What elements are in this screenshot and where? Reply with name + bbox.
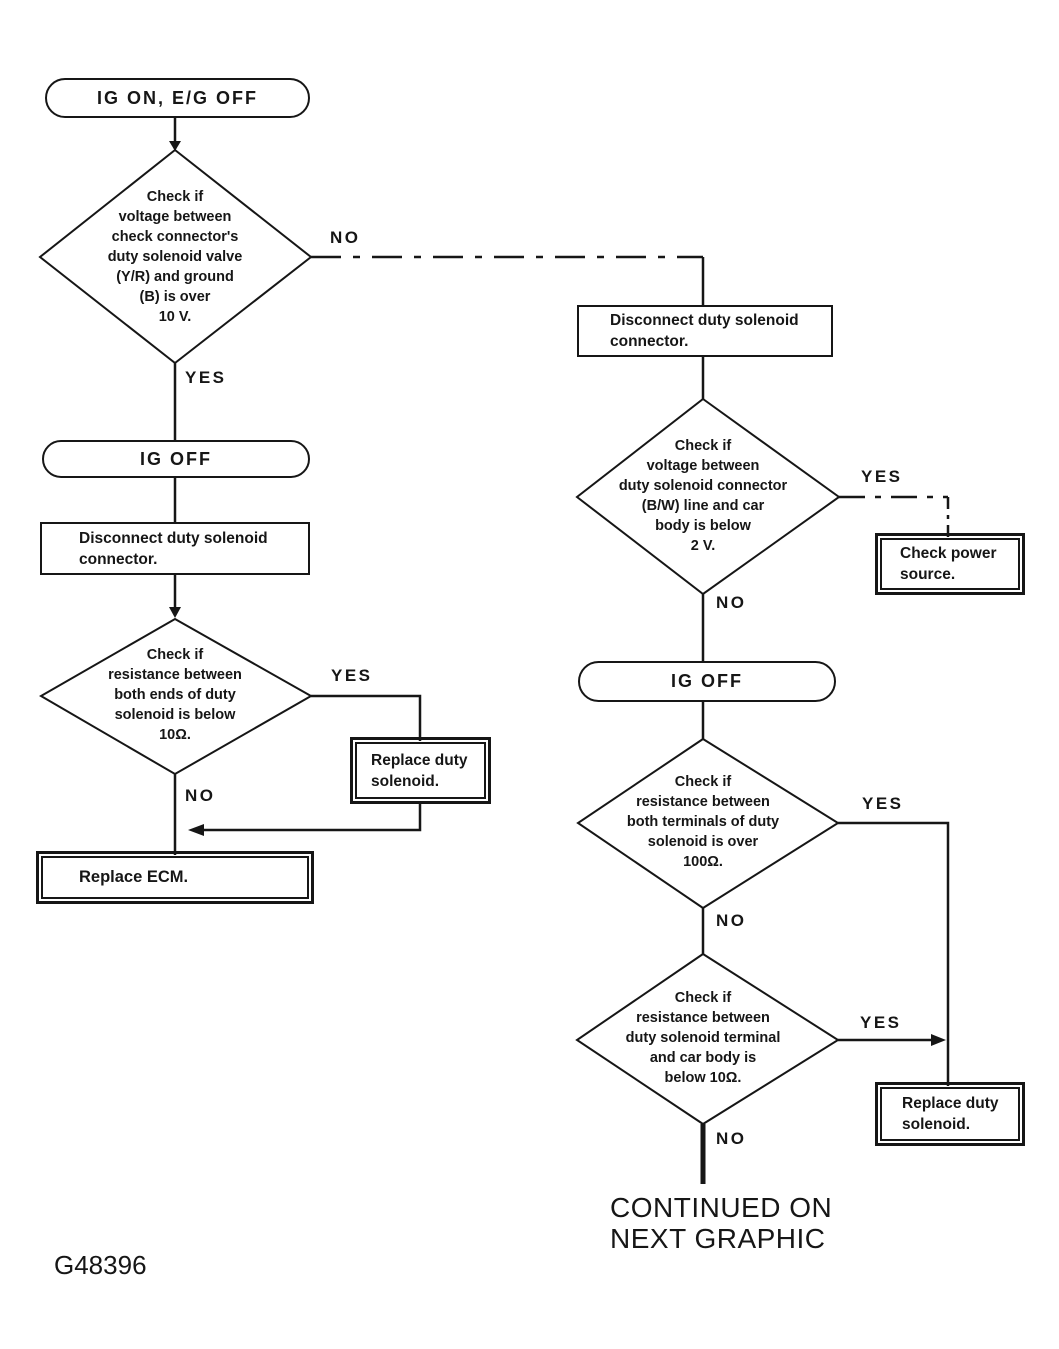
decision-voltage-check-connector-text: Check if voltage between check connector…	[107, 189, 243, 325]
decision-diamond-voltage-check-connector	[38, 148, 313, 365]
decision-resistance-terminals-text: Check if resistance between both termina…	[626, 774, 780, 870]
arrowhead-into-decision1	[169, 141, 181, 151]
edge-label-no-2: NO	[185, 786, 216, 805]
arrowhead-into-decision2	[169, 607, 181, 618]
edge-label-yes-4: YES	[862, 794, 904, 813]
edge-label-yes-1: YES	[185, 368, 227, 387]
terminator-ig-off-right: IG OFF	[578, 661, 836, 702]
decision-resistance-ends-text: Check if resistance between both ends of…	[108, 647, 242, 743]
decision-diamond-resistance-car-body	[575, 952, 840, 1126]
edge-label-yes-5: YES	[860, 1013, 902, 1032]
arrowhead-yes5-junction	[931, 1034, 946, 1046]
edge-label-no-5: NO	[716, 1129, 747, 1148]
action-replace-duty-solenoid-right: Replace duty solenoid.	[875, 1082, 1025, 1146]
edge-label-yes-2: YES	[331, 666, 373, 685]
edge-label-no-3: NO	[716, 593, 747, 612]
continued-on-next-graphic-note: CONTINUED ON NEXT GRAPHIC	[610, 1192, 833, 1254]
edge-replace-duty-return	[192, 801, 422, 832]
action-replace-duty-solenoid-left: Replace duty solenoid.	[350, 737, 491, 804]
decision-diamond-resistance-terminals	[576, 737, 840, 910]
action-replace-ecm: Replace ECM.	[36, 851, 314, 904]
decision-diamond-resistance-ends	[39, 617, 314, 776]
decision-voltage-car-body-text: Check if voltage between duty solenoid c…	[618, 438, 788, 554]
edge-decision2-yes	[311, 694, 422, 741]
decision-diamond-voltage-car-body	[575, 397, 841, 596]
terminator-ig-on-eg-off: IG ON, E/G OFF	[45, 78, 310, 118]
figure-id: G48396	[54, 1250, 147, 1280]
edge-label-no-4: NO	[716, 911, 747, 930]
process-disconnect-duty-solenoid-right: Disconnect duty solenoid connector.	[577, 305, 833, 357]
arrowhead-return-junction	[188, 824, 204, 836]
edge-label-no-1: NO	[330, 228, 361, 247]
edge-label-yes-3: YES	[861, 467, 903, 486]
process-disconnect-duty-solenoid-left: Disconnect duty solenoid connector.	[40, 522, 310, 575]
edge-decision4-yes-rail	[838, 821, 950, 1086]
decision-resistance-car-body-text: Check if resistance between duty solenoi…	[625, 990, 781, 1086]
terminator-ig-off-left: IG OFF	[42, 440, 310, 478]
action-check-power-source: Check power source.	[875, 533, 1025, 595]
